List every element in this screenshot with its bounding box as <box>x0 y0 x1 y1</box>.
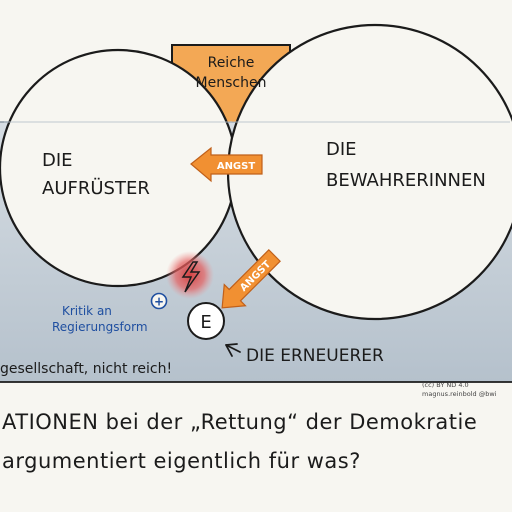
caption-line1: ATIONEN bei der „Rettung“ der Demokratie <box>2 410 478 434</box>
lightning-icon <box>181 261 201 293</box>
fear-arrow-upper-label: ANGST <box>217 161 256 172</box>
erneuerer-circle: E <box>187 302 225 340</box>
left-circle-title-line1: DIE <box>42 150 73 171</box>
pointer-arrow <box>225 343 241 357</box>
plus-badge-label: + <box>154 295 164 309</box>
license-line2: magnus.reinbold @bwi <box>422 390 497 398</box>
society-note: gesellschaft, nicht reich! <box>0 361 172 377</box>
caption-line2: argumentiert eigentlich für was? <box>2 449 361 473</box>
erneuerer-label: DIE ERNEUERER <box>246 346 384 366</box>
plus-badge: + <box>150 292 168 310</box>
left-circle-title-line2: AUFRÜSTER <box>42 177 150 199</box>
criticism-note-line1: Kritik an <box>62 304 112 318</box>
conflict-spot <box>166 251 214 299</box>
fear-arrow-upper: ANGST <box>190 146 263 183</box>
license-line1: (cc) BY ND 4.0 <box>422 381 469 389</box>
rich-people-label-line2: Menschen <box>196 75 267 91</box>
erneuerer-circle-label: E <box>200 312 211 333</box>
diagram-canvas: Reiche Menschen DIE AUFRÜSTER DIE BEWAHR… <box>0 23 512 383</box>
rich-people-label-line1: Reiche <box>208 55 255 71</box>
criticism-note-line2: Regierungsform <box>52 320 148 334</box>
license-note: (cc) BY ND 4.0 magnus.reinbold @bwi <box>422 381 496 399</box>
right-circle-title-line2: BEWAHRERINNEN <box>326 170 486 191</box>
right-circle-title-line1: DIE <box>326 139 357 160</box>
